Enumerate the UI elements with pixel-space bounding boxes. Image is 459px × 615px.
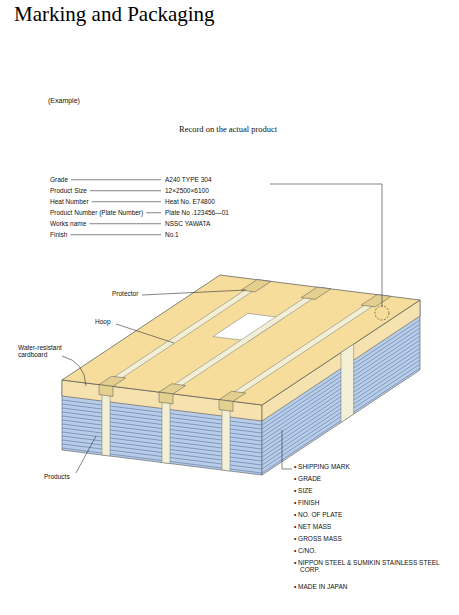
leader-line <box>92 201 161 202</box>
part-name: Products <box>44 473 70 480</box>
marking-item: • NO. OF PLATE <box>294 511 342 518</box>
marking-item: • SHIPPING MARK <box>294 463 350 470</box>
part-name: Protector <box>112 290 138 297</box>
hoop <box>222 295 388 401</box>
field-name: Works name <box>50 220 86 227</box>
protector <box>99 376 126 386</box>
hoop <box>341 344 354 422</box>
leader-lines <box>62 180 389 473</box>
field-value: No.1 <box>165 231 179 238</box>
leader-line <box>270 184 382 307</box>
marking-item: • GROSS MASS <box>294 535 342 542</box>
leader-line <box>71 179 161 180</box>
marking-item: • GRADE <box>294 475 323 482</box>
page-title: Marking and Packaging <box>14 2 215 26</box>
example-tag: (Example) <box>48 97 80 105</box>
leader-line <box>76 436 96 473</box>
field-name: Finish <box>50 231 67 238</box>
cardboard-top <box>62 275 420 405</box>
protector <box>159 384 186 394</box>
field-name: Product Size <box>50 187 87 194</box>
marking-item: • SIZE <box>294 487 314 494</box>
record-heading: Record on the actual product <box>179 125 277 135</box>
plate-stack-side <box>62 380 262 475</box>
leader-line <box>89 223 161 224</box>
leader-line <box>282 430 292 469</box>
protector <box>159 392 173 404</box>
steel-plate-package <box>62 275 420 475</box>
leader-line <box>146 212 161 213</box>
leader-line <box>90 190 161 191</box>
leader-line <box>142 290 246 295</box>
field-name: Heat Number <box>50 198 89 205</box>
leader-line <box>116 324 174 343</box>
protector <box>361 295 391 307</box>
field-name: Product Number (Plate Number) <box>50 209 143 216</box>
marking-item: • MADE IN JAPAN <box>294 583 347 590</box>
part-name: Hoop <box>95 318 111 325</box>
protector <box>99 385 113 397</box>
marking-spot <box>375 306 389 320</box>
leader-line <box>70 234 161 235</box>
marking-item: • FINISH <box>294 499 321 506</box>
marking-item: • NET MASS <box>294 523 331 530</box>
field-value: A240 TYPE 304 <box>165 176 212 183</box>
marking-item: • C/NO. <box>294 547 318 554</box>
protector <box>219 391 246 401</box>
hoop <box>162 288 328 394</box>
part-name: Water-resistant cardboard <box>18 344 70 359</box>
protector <box>301 287 331 299</box>
hoop <box>102 280 268 386</box>
field-value: Plate No .123456—01 <box>165 209 229 216</box>
leader-line <box>62 356 86 386</box>
field-name: Grade <box>50 176 68 183</box>
field-value: 12×2500×6100 <box>165 187 209 194</box>
field-value: Heat No. E74800 <box>165 198 215 205</box>
protector <box>219 400 233 412</box>
marking-item: • NIPPON STEEL & SUMIKIN STAINLESS STEEL… <box>294 559 450 574</box>
field-value: NSSC YAWATA <box>165 220 210 227</box>
